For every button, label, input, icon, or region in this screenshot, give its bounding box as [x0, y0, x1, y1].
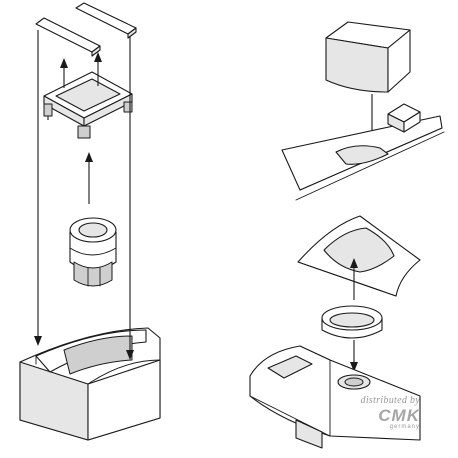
fuselage-part — [249, 345, 421, 449]
base-housing-part — [19, 327, 161, 441]
wing-section-part — [281, 103, 445, 201]
panel-up-arrow — [350, 258, 358, 300]
assembly-guide-lines — [34, 30, 134, 360]
ring-down-arrow — [350, 340, 358, 372]
watermark-prefix: distributed by — [360, 395, 420, 406]
curved-panel-part — [297, 215, 421, 297]
up-arrows — [60, 52, 102, 204]
ring-part — [321, 305, 383, 339]
top-strip-part-left — [35, 17, 101, 57]
watermark-country: germany — [389, 424, 420, 430]
right-assembly — [249, 21, 445, 449]
top-strip-part-right — [75, 2, 137, 39]
distributor-watermark: distributed by CMK germany — [361, 395, 420, 430]
left-assembly — [19, 2, 161, 441]
square-frame-part — [43, 71, 133, 139]
box-part — [325, 21, 411, 93]
watermark-brand: CMK — [378, 406, 420, 425]
cylinder-part — [69, 217, 117, 287]
